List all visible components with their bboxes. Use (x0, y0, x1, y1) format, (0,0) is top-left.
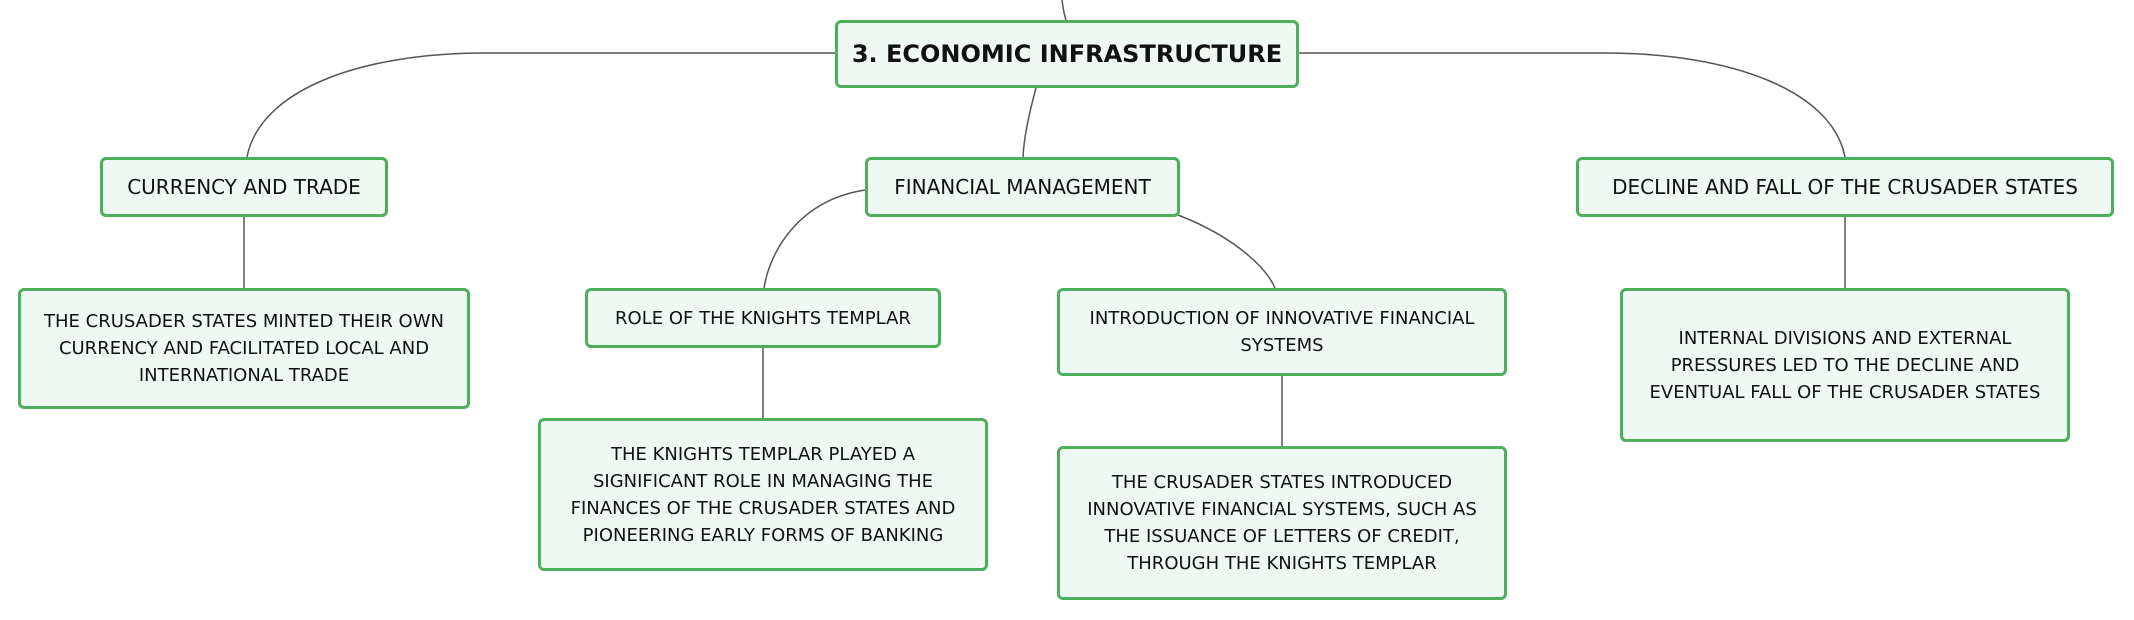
subtopic-label: ROLE OF THE KNIGHTS TEMPLAR (615, 307, 911, 329)
connector-root-to-financial (1022, 87, 1037, 158)
topic-decline-and-fall[interactable]: DECLINE AND FALL OF THE CRUSADER STATES (1576, 157, 2114, 217)
connector-financial-to-templar (763, 189, 866, 289)
root-node[interactable]: 3. ECONOMIC INFRASTRUCTURE (835, 20, 1299, 88)
topic-currency-and-trade[interactable]: CURRENCY AND TRADE (100, 157, 388, 217)
subtopic-role-of-knights-templar[interactable]: ROLE OF THE KNIGHTS TEMPLAR (585, 288, 941, 348)
detail-innovative-financial-systems[interactable]: THE CRUSADER STATES INTRODUCED INNOVATIV… (1057, 446, 1507, 600)
detail-text: THE KNIGHTS TEMPLAR PLAYED A SIGNIFICANT… (570, 443, 956, 546)
connector-root-to-currency (246, 52, 835, 158)
topic-label: DECLINE AND FALL OF THE CRUSADER STATES (1612, 175, 2078, 199)
topic-label: CURRENCY AND TRADE (127, 175, 361, 199)
detail-text: THE CRUSADER STATES INTRODUCED INNOVATIV… (1087, 472, 1477, 574)
detail-decline-and-fall[interactable]: INTERNAL DIVISIONS AND EXTERNAL PRESSURE… (1620, 288, 2070, 442)
detail-text: INTERNAL DIVISIONS AND EXTERNAL PRESSURE… (1649, 327, 2041, 403)
detail-currency-and-trade[interactable]: THE CRUSADER STATES MINTED THEIR OWN CUR… (18, 288, 470, 409)
topic-label: FINANCIAL MANAGEMENT (894, 175, 1151, 199)
subtopic-innovative-financial-systems[interactable]: INTRODUCTION OF INNOVATIVE FINANCIAL SYS… (1057, 288, 1507, 376)
connector-root-to-decline (1299, 52, 1846, 158)
topic-financial-management[interactable]: FINANCIAL MANAGEMENT (865, 157, 1180, 217)
detail-text: THE CRUSADER STATES MINTED THEIR OWN CUR… (44, 311, 444, 386)
subtopic-label: INTRODUCTION OF INNOVATIVE FINANCIAL SYS… (1089, 308, 1475, 356)
connector-parent-to-root (1061, 0, 1067, 21)
root-label: 3. ECONOMIC INFRASTRUCTURE (851, 40, 1283, 68)
detail-role-of-knights-templar[interactable]: THE KNIGHTS TEMPLAR PLAYED A SIGNIFICANT… (538, 418, 988, 571)
connector-financial-to-innovative (1177, 214, 1276, 289)
